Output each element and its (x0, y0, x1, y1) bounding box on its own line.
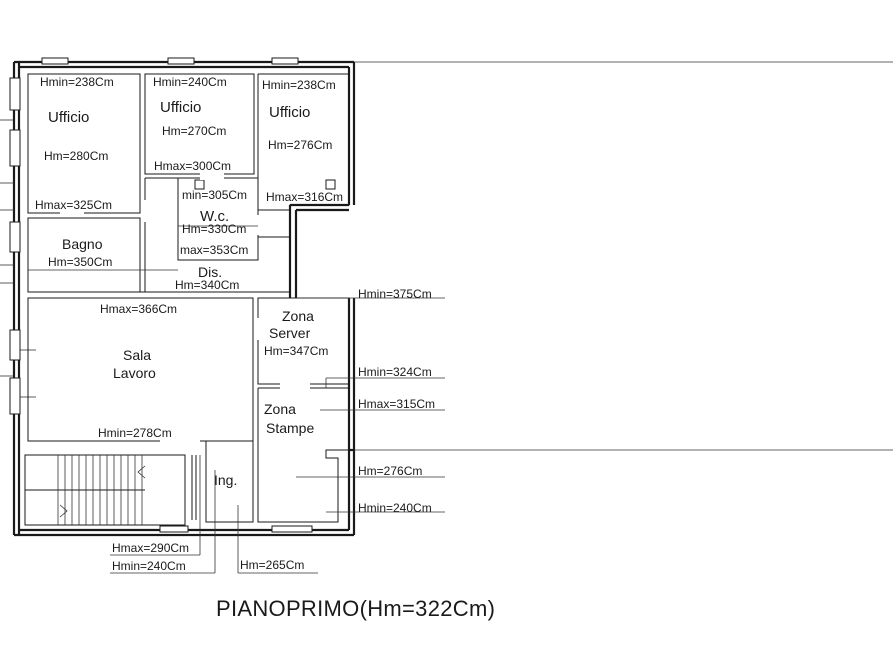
ufficio-3-hmin: Hmin=238Cm (262, 78, 336, 92)
stampe-label-2: Stampe (266, 420, 314, 436)
leader-lines (28, 225, 445, 574)
bagno-hm: Hm=350Cm (48, 255, 112, 269)
callout-hmin-240-right: Hmin=240Cm (358, 501, 432, 515)
ufficio-2-hmin: Hmin=240Cm (153, 75, 227, 89)
ufficio-3-hm: Hm=276Cm (268, 138, 332, 152)
room-wc: min=305Cm W.c. Hm=330Cm max=353Cm (180, 188, 248, 257)
ufficio-1-hm: Hm=280Cm (44, 149, 108, 163)
room-ufficio-2: Hmin=240Cm Ufficio Hm=270Cm Hmax=300Cm (153, 75, 231, 173)
plan-title: PIANOPRIMO(Hm=322Cm) (216, 596, 495, 621)
room-zona-server: Zona Server Hm=347Cm (264, 308, 328, 358)
ufficio-2-hm: Hm=270Cm (162, 124, 226, 138)
callout-hmin-240-bottom: Hmin=240Cm (112, 559, 186, 573)
server-hm: Hm=347Cm (264, 344, 328, 358)
ufficio-2-label: Ufficio (160, 99, 201, 116)
room-disimpegno: Dis. Hm=340Cm (175, 264, 239, 292)
room-ingresso: Ing. (214, 472, 237, 488)
ufficio-3-hmax: Hmax=316Cm (266, 190, 343, 204)
room-sala-lavoro: Hmax=366Cm Sala Lavoro Hmin=278Cm (98, 302, 177, 440)
height-callouts: Hmin=375Cm Hmin=324Cm Hmax=315Cm Hm=276C… (112, 287, 435, 573)
adjacent-area-outline (354, 61, 893, 451)
server-label-1: Zona (282, 308, 314, 324)
wc-hmin: min=305Cm (182, 188, 247, 202)
callout-hmin-375: Hmin=375Cm (358, 287, 432, 301)
callout-hmin-324: Hmin=324Cm (358, 365, 432, 379)
sala-hmax: Hmax=366Cm (100, 302, 177, 316)
dis-hm: Hm=340Cm (175, 278, 239, 292)
door-openings (60, 172, 310, 444)
ufficio-1-label: Ufficio (48, 109, 89, 126)
callout-hmax-290: Hmax=290Cm (112, 541, 189, 555)
room-bagno: Bagno Hm=350Cm (48, 236, 112, 269)
wc-hm: Hm=330Cm (182, 222, 246, 236)
sala-label-2: Lavoro (113, 365, 156, 381)
room-zona-stampe: Zona Stampe (264, 401, 314, 436)
ufficio-2-hmax: Hmax=300Cm (154, 159, 231, 173)
stampe-label-1: Zona (264, 401, 296, 417)
windows (9, 57, 313, 533)
server-label-2: Server (269, 325, 311, 341)
callout-hm-276: Hm=276Cm (358, 464, 422, 478)
room-ufficio-3: Hmin=238Cm Ufficio Hm=276Cm Hmax=316Cm (262, 78, 343, 204)
ing-label: Ing. (214, 472, 237, 488)
stair-treads (57, 455, 146, 525)
ufficio-1-hmin: Hmin=238Cm (40, 75, 114, 89)
wc-label: W.c. (200, 208, 229, 225)
sala-label-1: Sala (123, 347, 151, 363)
interior-walls (24, 73, 350, 526)
bagno-label: Bagno (62, 236, 103, 252)
room-ufficio-1: Hmin=238Cm Ufficio Hm=280Cm Hmax=325Cm (35, 75, 114, 212)
wc-hmax: max=353Cm (180, 243, 248, 257)
dis-label: Dis. (198, 264, 222, 280)
ufficio-3-label: Ufficio (269, 104, 310, 121)
callout-hm-265: Hm=265Cm (240, 558, 304, 572)
ufficio-1-hmax: Hmax=325Cm (35, 198, 112, 212)
sala-hmin: Hmin=278Cm (98, 426, 172, 440)
callout-hmax-315: Hmax=315Cm (358, 397, 435, 411)
